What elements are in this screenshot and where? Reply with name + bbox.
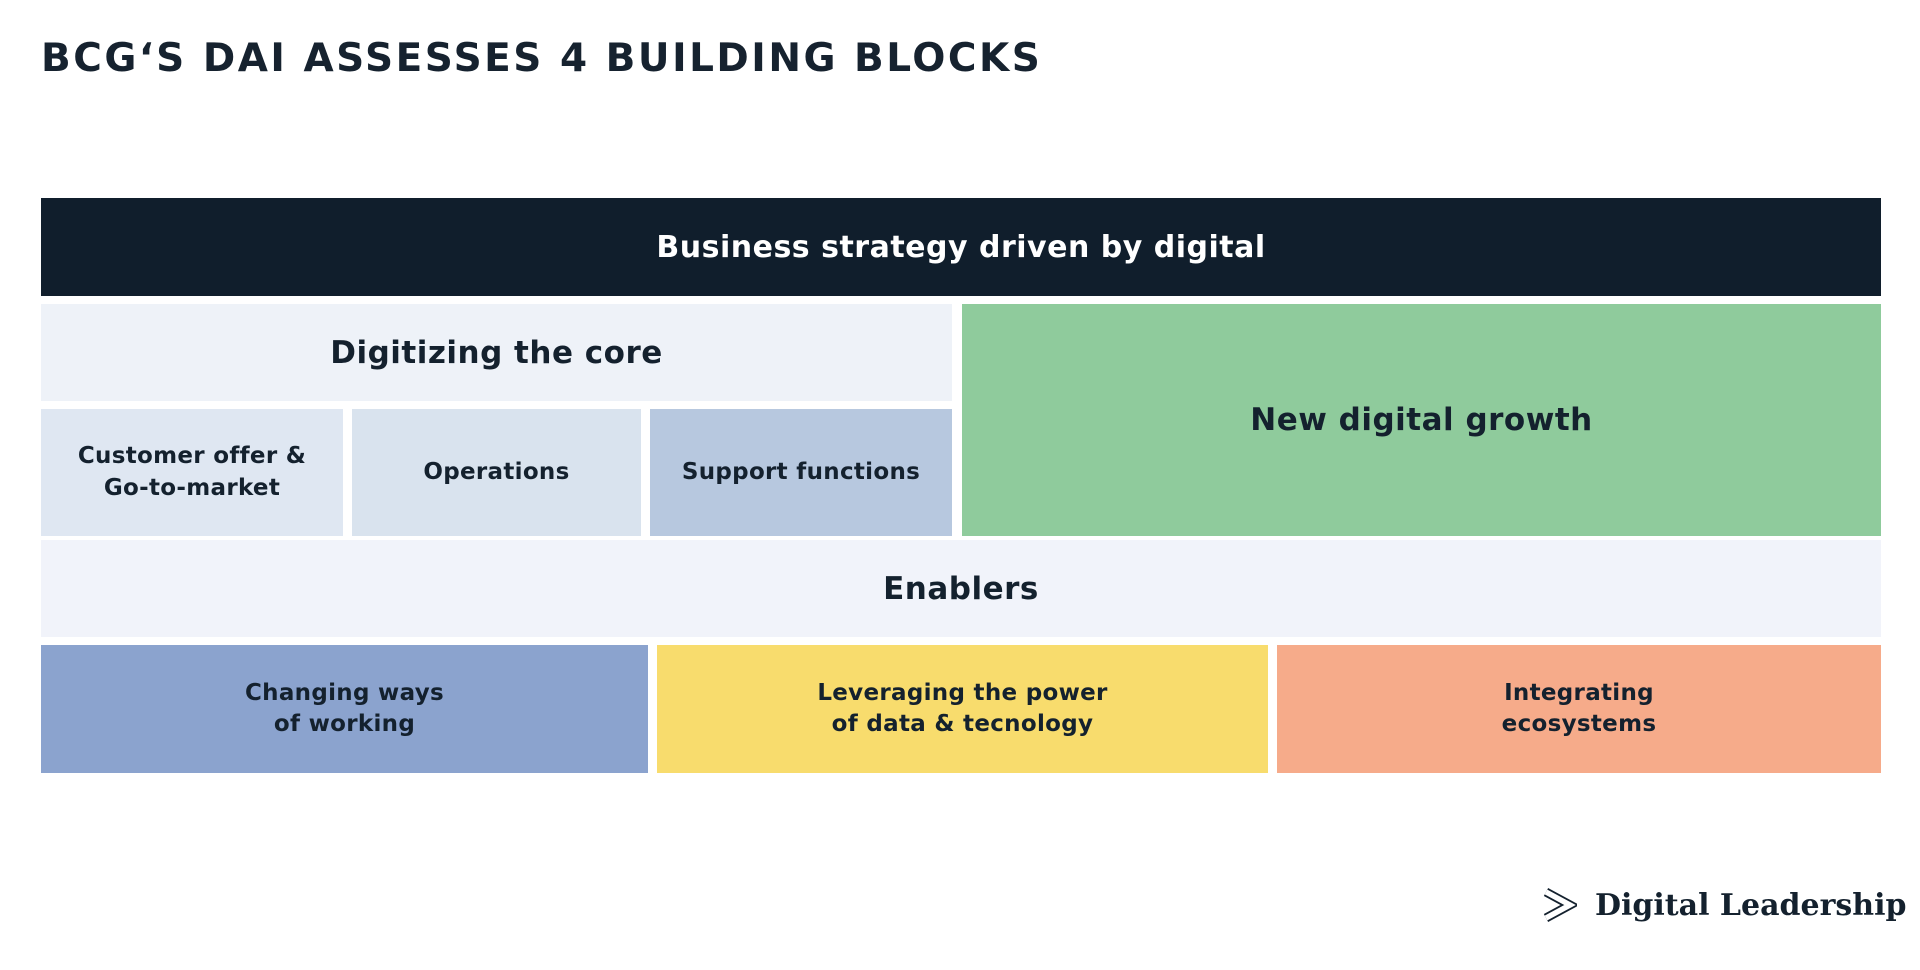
block-new-digital-growth: New digital growth (962, 304, 1881, 536)
block-operations: Operations (352, 409, 641, 536)
block-customer-offer-go-to-market: Customer offer & Go-to-market (41, 409, 343, 536)
block-enablers: Enablers (41, 540, 1881, 637)
block-business-strategy: Business strategy driven by digital (41, 198, 1881, 296)
block-support-functions: Support functions (650, 409, 952, 536)
block-integrating-ecosystems: Integrating ecosystems (1277, 645, 1881, 773)
block-digitizing-the-core: Digitizing the core (41, 304, 952, 401)
block-leveraging-data-technology: Leveraging the power of data & tecnology (657, 645, 1268, 773)
page-title: BCG‘S DAI ASSESSES 4 BUILDING BLOCKS (41, 36, 1043, 81)
block-changing-ways-of-working: Changing ways of working (41, 645, 648, 773)
chevron-right-icon (1543, 888, 1577, 922)
brand-name: Digital Leadership (1595, 887, 1907, 923)
brand-logo: Digital Leadership (1541, 885, 1906, 925)
